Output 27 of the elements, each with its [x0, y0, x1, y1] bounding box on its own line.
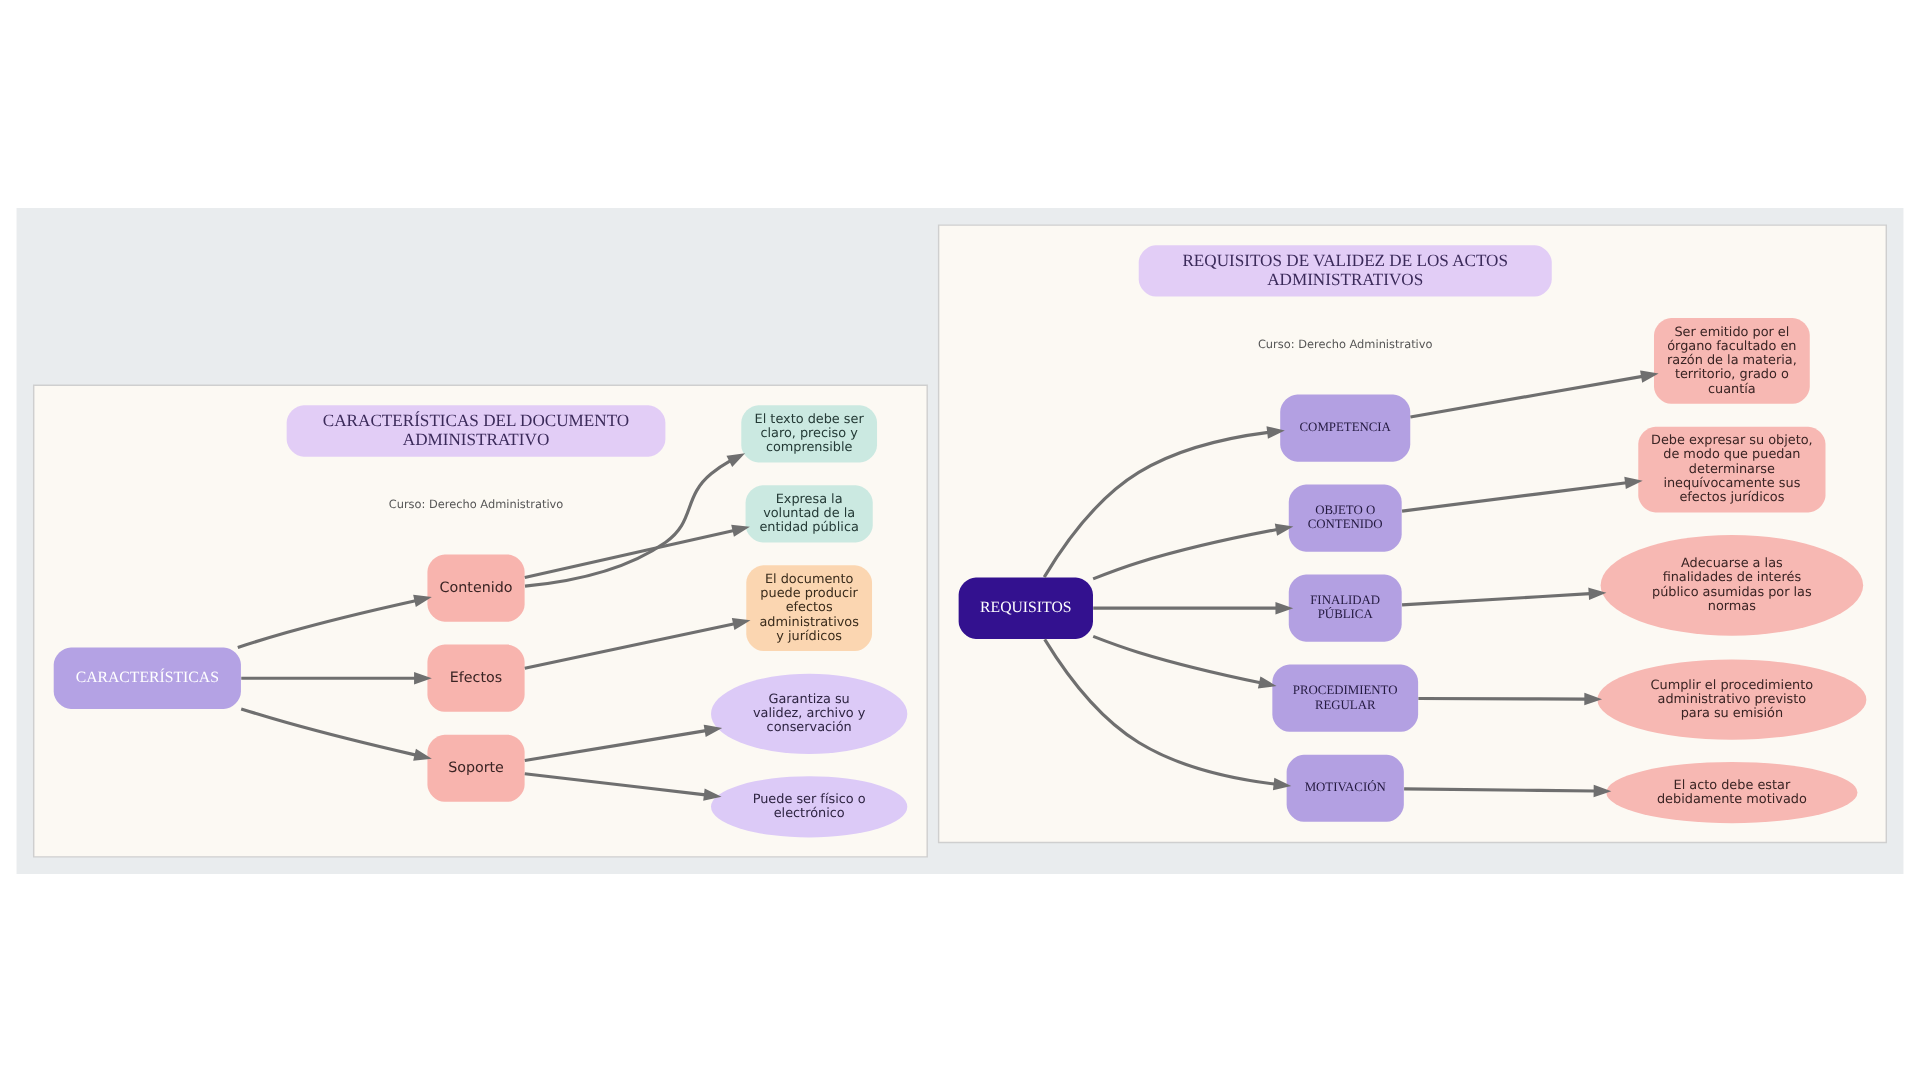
arrow [1410, 369, 1659, 418]
node-box: REQUISITOS DE VALIDEZ DE LOS ACTOS ADMINISTRATIVOS [1138, 244, 1552, 296]
arrow [240, 706, 432, 760]
arrow [524, 723, 723, 761]
arrow [1092, 633, 1277, 688]
arrow [1418, 691, 1603, 705]
node-box: Contenido [427, 553, 525, 621]
arrow [1404, 783, 1612, 797]
arrow [524, 771, 722, 800]
cluster [937, 223, 1887, 843]
arrow [1043, 637, 1292, 790]
arrow [524, 616, 751, 669]
arrow [1092, 522, 1294, 580]
arrow [1042, 425, 1285, 577]
node-box: CARACTERÍSTICAS DEL DOCUMENTO ADMINISTRATIVO [286, 404, 666, 456]
node-box: Soporte [427, 733, 525, 801]
arrow [524, 452, 746, 587]
arrow [241, 671, 432, 684]
node-box: REQUISITOS [958, 576, 1093, 638]
arrow [237, 593, 432, 648]
arrow [1093, 600, 1294, 614]
cluster [33, 383, 928, 857]
node-box: CARACTERÍSTICAS [53, 646, 241, 708]
arrow [1401, 586, 1607, 606]
arrow [524, 523, 750, 579]
arrow [1401, 475, 1643, 512]
node-box: Efectos [427, 643, 525, 711]
